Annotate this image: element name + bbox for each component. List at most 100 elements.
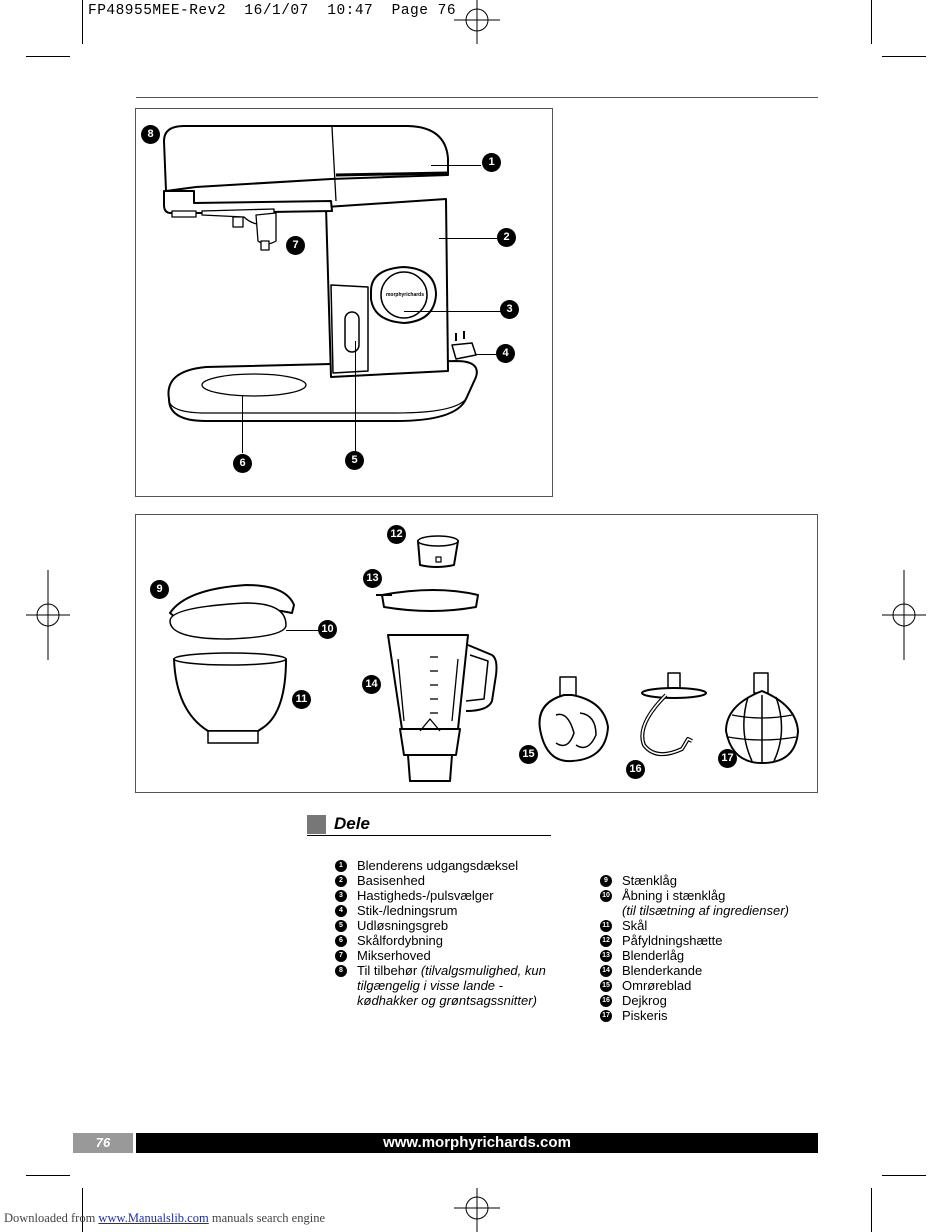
item-number: 7 <box>335 949 347 962</box>
callout-6: 6 <box>233 454 252 473</box>
item-number: 2 <box>335 874 347 887</box>
item-number: 1 <box>335 859 347 872</box>
crop-mark <box>882 1175 926 1176</box>
registration-mark-left <box>26 570 70 660</box>
item-label: Skål <box>622 918 648 933</box>
callout-10: 10 <box>318 620 337 639</box>
callout-4: 4 <box>496 344 515 363</box>
callout-leader <box>431 165 481 166</box>
item-number: 3 <box>335 889 347 902</box>
section-title: Dele <box>334 814 370 833</box>
item-label: Hastigheds-/pulsvælger <box>357 888 494 903</box>
item-label: Blenderlåg <box>622 948 685 963</box>
callout-8: 8 <box>141 125 160 144</box>
item-label: Mikserhoved <box>357 948 431 963</box>
item-number: 16 <box>600 994 612 1007</box>
item-number: 17 <box>600 1009 612 1022</box>
callout-12: 12 <box>387 525 406 544</box>
item-number: 9 <box>600 874 612 887</box>
callout-leader <box>286 630 320 631</box>
callout-leader <box>242 396 243 453</box>
download-prefix: Downloaded from <box>4 1211 99 1225</box>
crop-mark <box>871 0 872 44</box>
item-number: 14 <box>600 964 612 977</box>
footer-url: www.morphyrichards.com <box>136 1133 818 1153</box>
callout-9: 9 <box>150 580 169 599</box>
item-number: 13 <box>600 949 612 962</box>
item-label: Stænklåg <box>622 873 677 888</box>
list-item: 6 Skålfordybning <box>335 933 565 948</box>
accessories-illustration <box>169 535 799 782</box>
item-number: 12 <box>600 934 612 947</box>
item-label: Udløsningsgreb <box>357 918 449 933</box>
mixer-illustration <box>163 125 478 422</box>
section-heading: Dele <box>307 814 551 836</box>
manualslib-link[interactable]: www.Manualslib.com <box>98 1211 209 1225</box>
item-number: 5 <box>335 919 347 932</box>
diagram-accessories <box>135 514 818 793</box>
parts-list-right: 9 Stænklåg 10 Åbning i stænklåg(til tilsæt… <box>600 873 820 1023</box>
list-item: 3 Hastigheds-/pulsvælger <box>335 888 565 903</box>
download-suffix: manuals search engine <box>208 1211 325 1225</box>
item-label: Åbning i stænklåg <box>622 888 726 903</box>
item-label: Dejkrog <box>622 993 667 1008</box>
list-item: 17 Piskeris <box>600 1008 820 1023</box>
callout-16: 16 <box>626 760 645 779</box>
list-item: 8 Til tilbehør (tilvalgsmulighed, kun til… <box>335 963 565 1008</box>
top-rule <box>136 97 818 98</box>
callout-7: 7 <box>286 236 305 255</box>
list-item: 16 Dejkrog <box>600 993 820 1008</box>
item-number: 8 <box>335 964 347 977</box>
page-number: 76 <box>73 1133 133 1153</box>
item-label: Skålfordybning <box>357 933 443 948</box>
list-item: 10 Åbning i stænklåg(til tilsætning af in… <box>600 888 820 918</box>
list-item: 7 Mikserhoved <box>335 948 565 963</box>
callout-14: 14 <box>362 675 381 694</box>
diagram-base-unit: morphyrichards <box>135 108 553 497</box>
download-note: Downloaded from www.Manualslib.com manua… <box>4 1211 325 1226</box>
item-number: 6 <box>335 934 347 947</box>
callout-5: 5 <box>345 451 364 470</box>
item-label: Basisenhed <box>357 873 425 888</box>
list-item: 1 Blenderens udgangsdæksel <box>335 858 565 873</box>
list-item: 13 Blenderlåg <box>600 948 820 963</box>
callout-leader <box>439 238 497 239</box>
crop-mark <box>871 1188 872 1232</box>
callout-2: 2 <box>497 228 516 247</box>
crop-mark <box>26 56 70 57</box>
list-item: 12 Påfyldningshætte <box>600 933 820 948</box>
item-number: 11 <box>600 919 612 932</box>
callout-11: 11 <box>292 690 311 709</box>
heading-marker <box>307 815 326 834</box>
item-label: Omrøreblad <box>622 978 692 993</box>
item-number: 10 <box>600 889 612 902</box>
list-item: 9 Stænklåg <box>600 873 820 888</box>
item-number: 4 <box>335 904 347 917</box>
item-label: Til tilbehør <box>357 963 418 978</box>
crop-mark <box>882 56 926 57</box>
item-label: Piskeris <box>622 1008 668 1023</box>
item-label: Påfyldningshætte <box>622 933 723 948</box>
list-item: 5 Udløsningsgreb <box>335 918 565 933</box>
registration-mark-right <box>882 570 926 660</box>
print-slug: FP48955MEE-Rev2 16/1/07 10:47 Page 76 <box>88 3 457 19</box>
callout-1: 1 <box>482 153 501 172</box>
list-item: 11 Skål <box>600 918 820 933</box>
item-label: Blenderens udgangsdæksel <box>357 858 519 873</box>
list-item: 2 Basisenhed <box>335 873 565 888</box>
item-note: (tilvalgsmulighed, kun tilgængelig i vis… <box>357 963 546 1008</box>
item-label: Blenderkande <box>622 963 703 978</box>
item-note: (til tilsætning af ingredienser) <box>622 903 789 918</box>
brand-badge: morphyrichards <box>385 292 425 298</box>
crop-mark <box>82 0 83 44</box>
callout-15: 15 <box>519 745 538 764</box>
callout-leader <box>355 341 356 451</box>
callout-leader <box>476 354 496 355</box>
list-item: 14 Blenderkande <box>600 963 820 978</box>
registration-mark-top <box>454 0 500 44</box>
callout-leader <box>404 311 502 312</box>
callout-3: 3 <box>500 300 519 319</box>
